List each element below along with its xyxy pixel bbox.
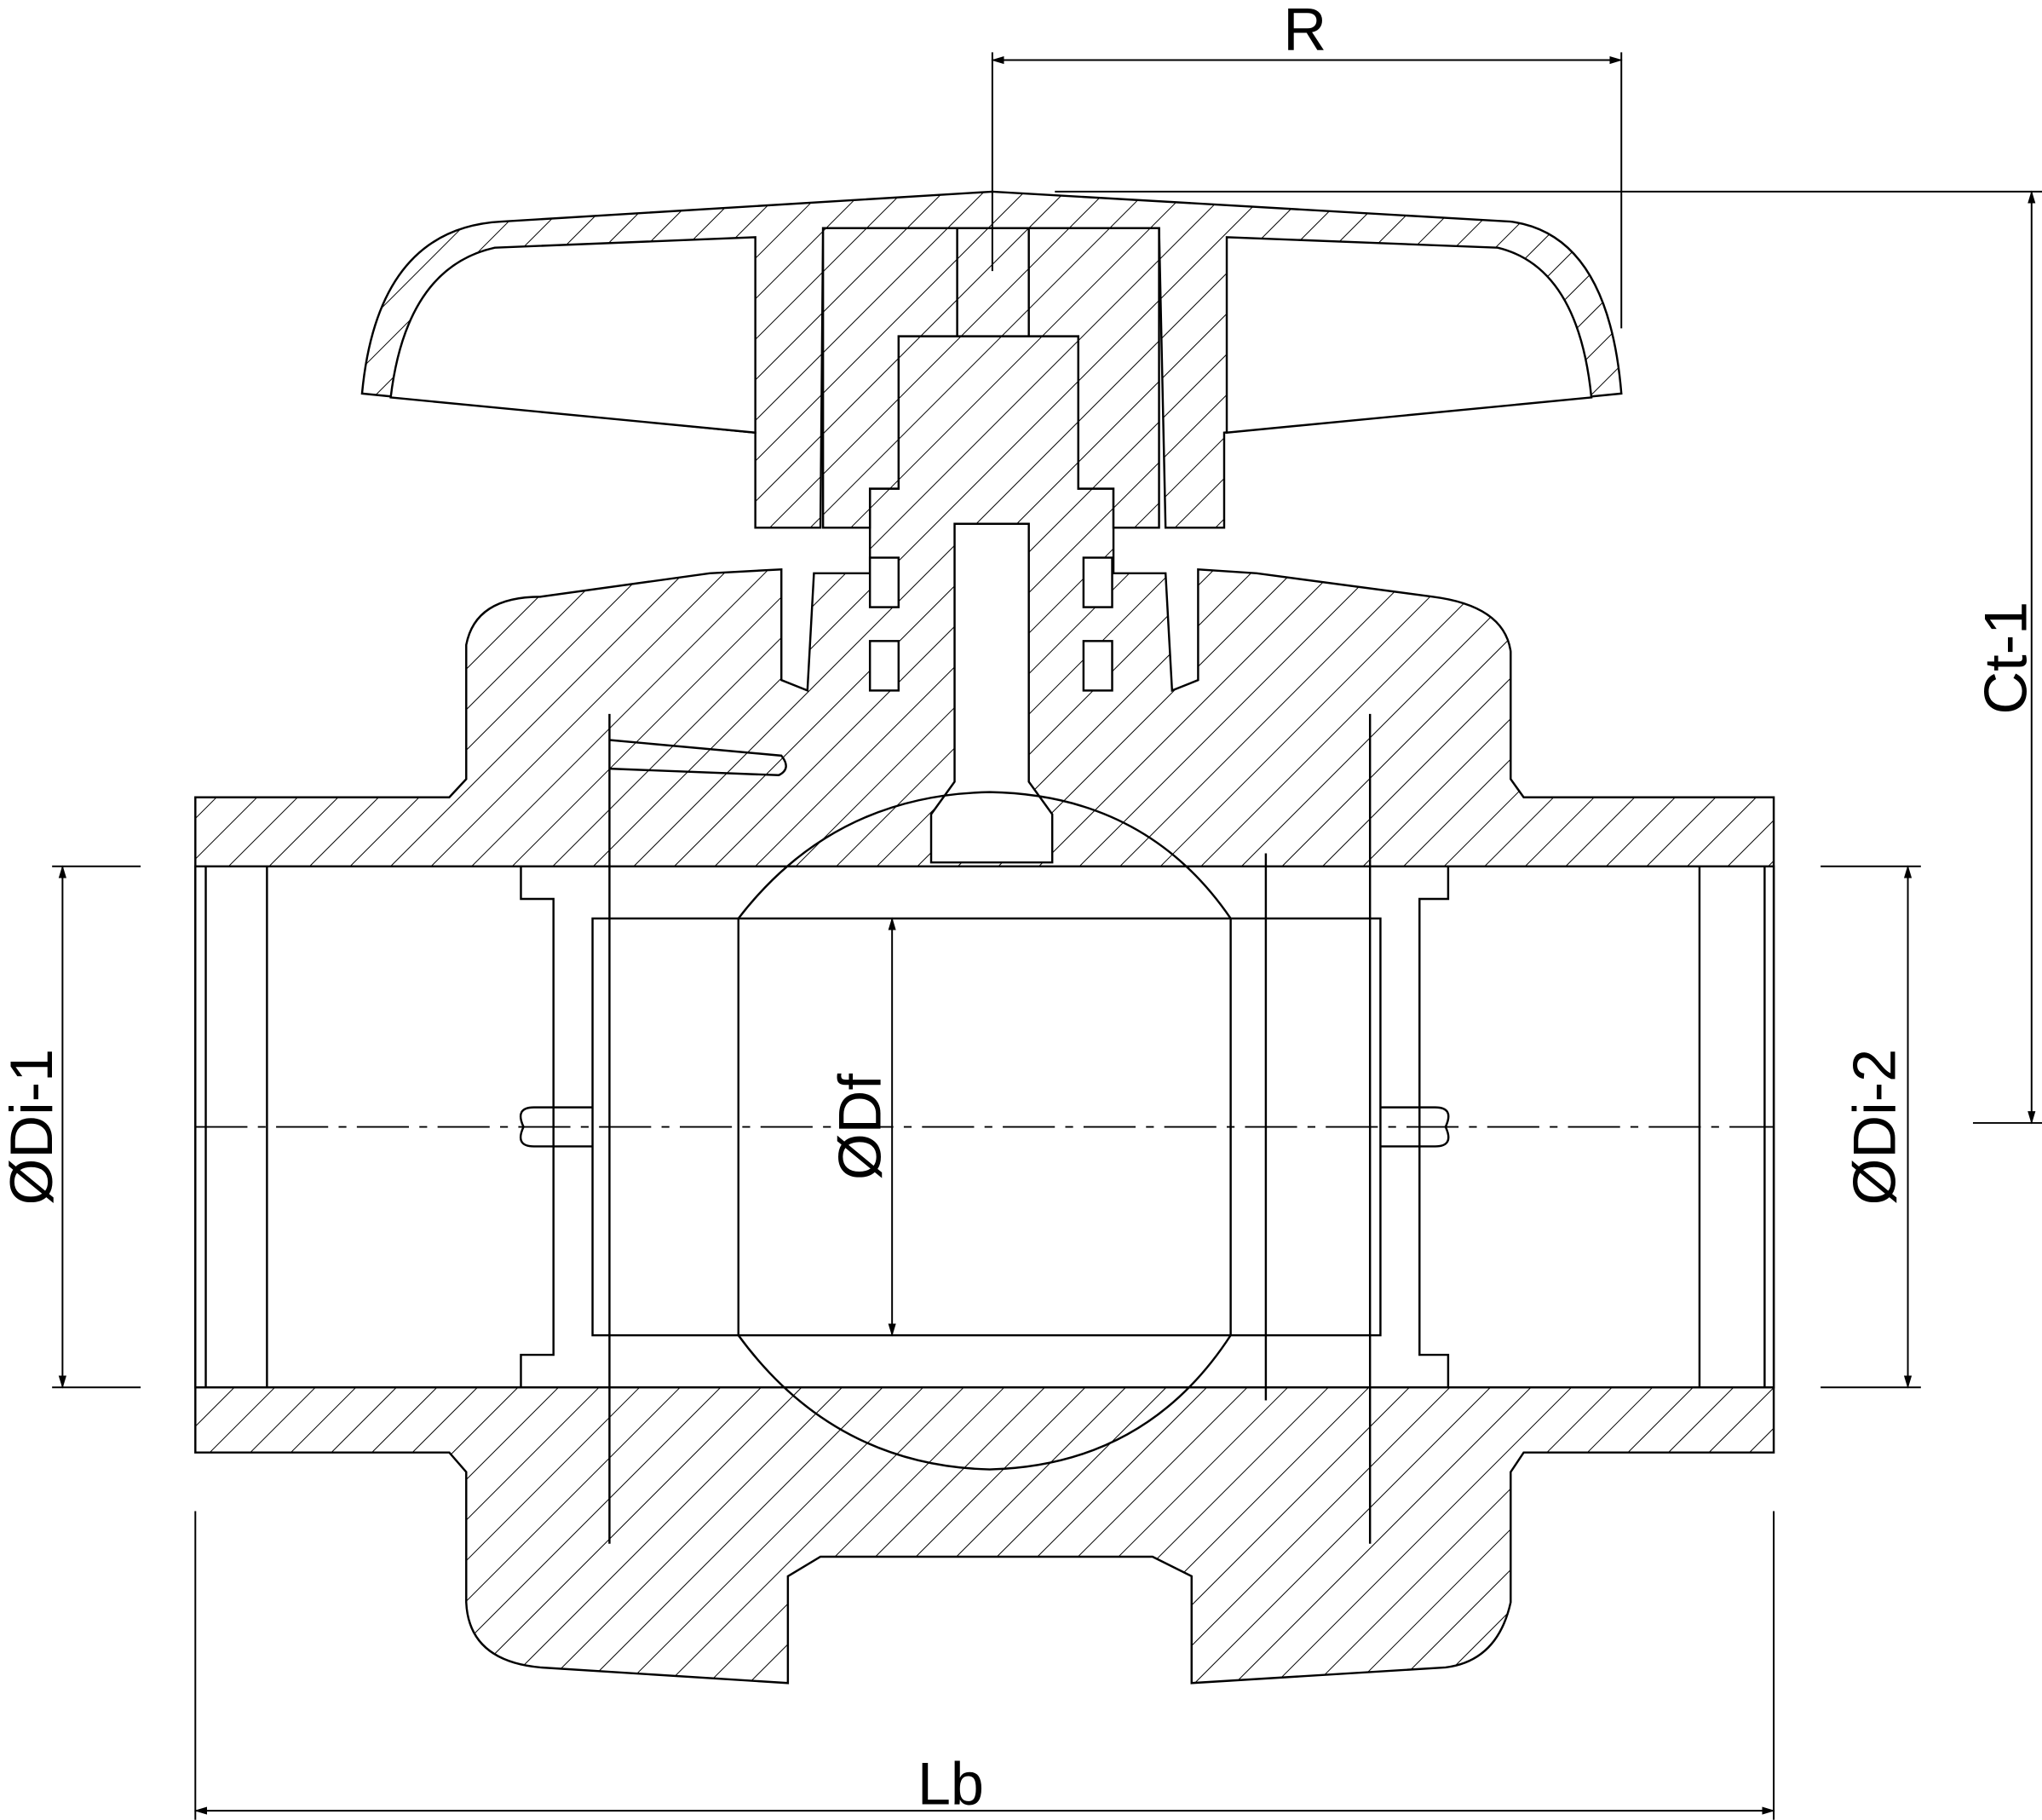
dim-Di2-label: ØDi-2 bbox=[1840, 1049, 1907, 1206]
handle-wing-left bbox=[389, 236, 756, 435]
dim-R-label: R bbox=[1283, 0, 1326, 62]
handle-hub bbox=[821, 227, 1160, 529]
dim-Ct1-label: Ct-1 bbox=[1972, 602, 2039, 715]
handle-wing-right bbox=[1225, 236, 1593, 435]
dim-Lb-label: Lb bbox=[917, 1749, 984, 1817]
stem-bore bbox=[929, 522, 1054, 864]
dim-Di1-label: ØDi-1 bbox=[0, 1049, 65, 1206]
dim-Df-label: ØDf bbox=[825, 1074, 893, 1180]
